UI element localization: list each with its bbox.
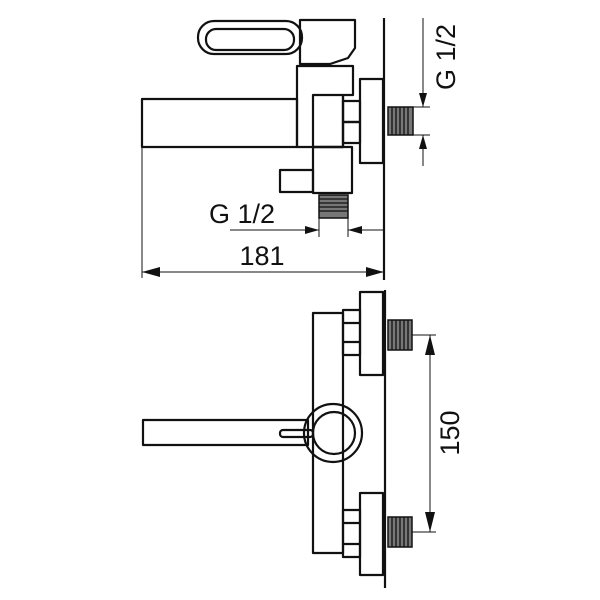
spout [140, 97, 299, 149]
upper-hex-nut [341, 308, 362, 357]
hex-nut-upper [341, 99, 362, 124]
front-view: 150 [141, 290, 465, 588]
upper-escutcheon-plate [358, 290, 385, 377]
handle-lever [278, 428, 315, 439]
diverter-body [311, 145, 354, 195]
handle-collar [302, 402, 364, 464]
handle-knob [311, 410, 357, 456]
lever-handle [196, 19, 304, 56]
overall-depth-label: 181 [239, 241, 284, 271]
arrowhead [348, 226, 362, 234]
hex-nut-lower [341, 120, 362, 145]
arrowhead [419, 93, 427, 107]
lever-slot [204, 27, 296, 52]
inlet-thread-label: G 1/2 [431, 24, 461, 90]
mixer-body [295, 64, 355, 149]
arrowhead [425, 512, 435, 532]
outlet-thread-label: G 1/2 [209, 199, 275, 229]
lower-escutcheon-plate [358, 491, 385, 577]
arrowhead [366, 267, 384, 277]
arrowhead [305, 226, 319, 234]
arrowhead [142, 267, 160, 277]
inlet-spacing-label: 150 [435, 410, 465, 455]
diverter-knob [278, 168, 315, 194]
spout-arm [141, 418, 310, 447]
arrowhead [419, 135, 427, 149]
cartridge-cap [298, 18, 357, 66]
lower-hex-nut [341, 508, 362, 559]
side-view: G 1/2 G 1/2 181 [140, 18, 461, 280]
escutcheon-plate [358, 77, 385, 165]
arrowhead [425, 335, 435, 355]
mixer-body [311, 311, 345, 555]
connector-nut [311, 93, 345, 149]
